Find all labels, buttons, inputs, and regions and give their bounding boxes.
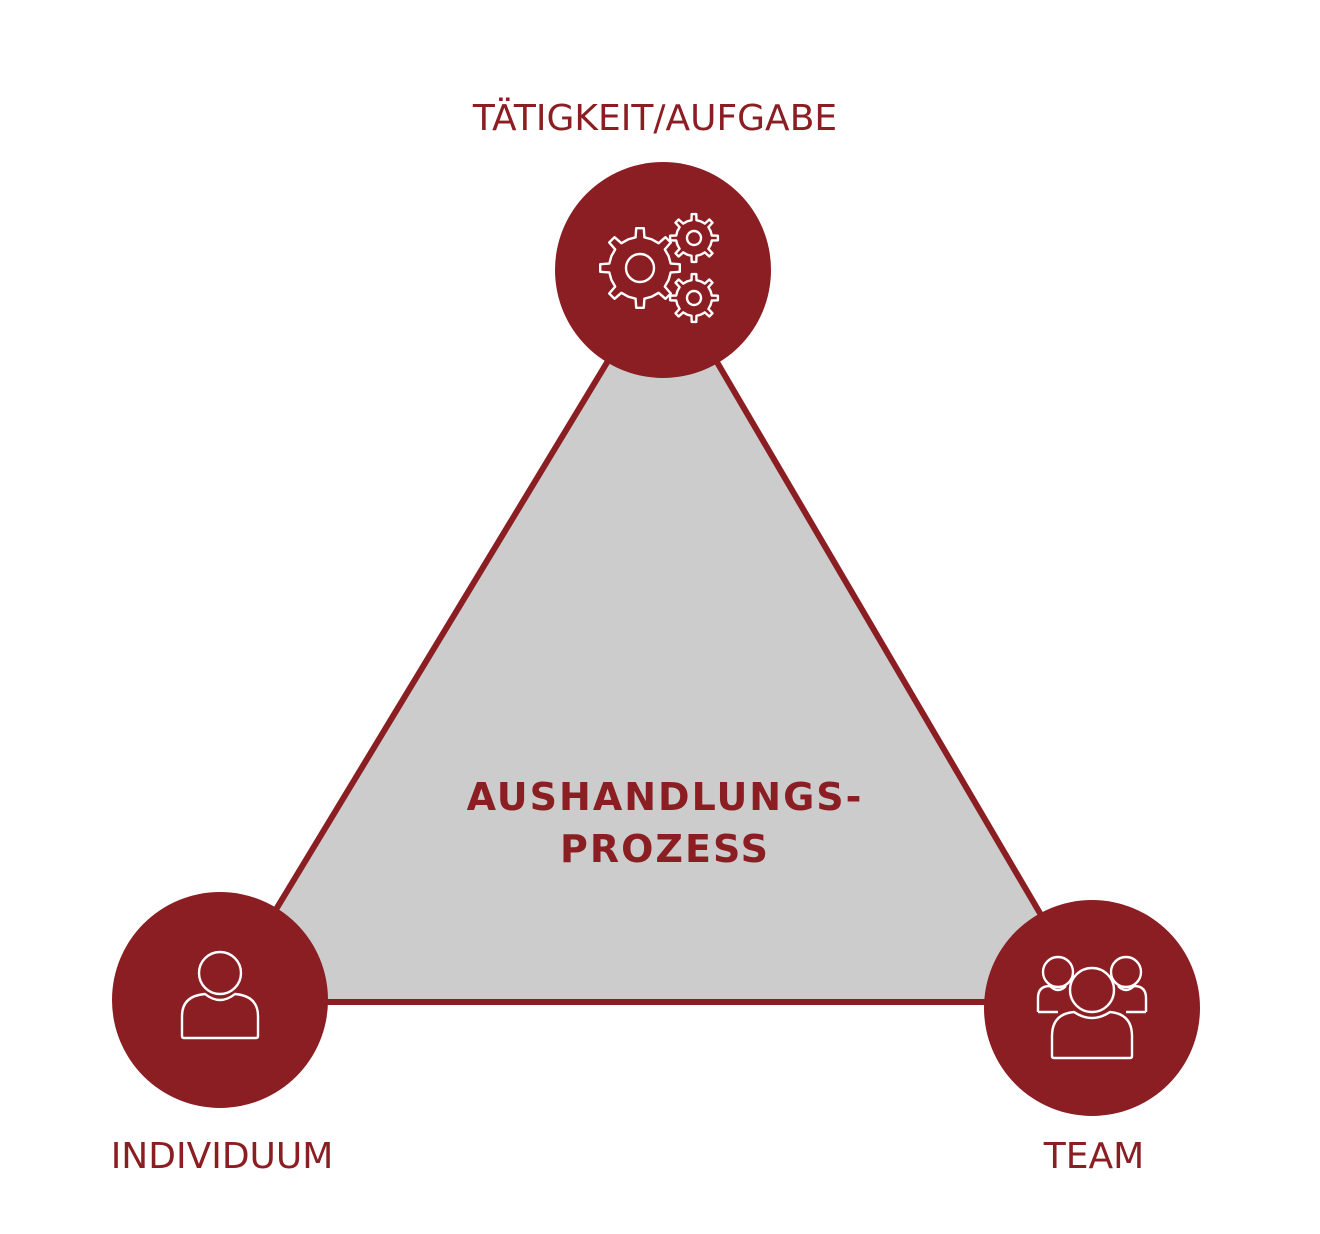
node-top-label: TÄTIGKEIT/AUFGABE bbox=[472, 97, 837, 139]
gears-icon bbox=[599, 212, 720, 324]
node-top bbox=[555, 162, 771, 378]
gear-small-bottom bbox=[668, 272, 720, 324]
gear-small-top-hole bbox=[685, 229, 703, 247]
center-label-line1: AUSHANDLUNGS- bbox=[467, 775, 864, 819]
gear-small-top bbox=[668, 212, 720, 264]
node-right bbox=[984, 900, 1200, 1116]
person-icon bbox=[180, 950, 260, 1040]
gear-small-bottom-hole bbox=[685, 289, 703, 307]
node-left bbox=[112, 892, 328, 1108]
center-label-line2: PROZESS bbox=[560, 827, 770, 871]
node-left-label: INDIVIDUUM bbox=[111, 1136, 334, 1177]
gear-large-hole bbox=[624, 252, 656, 284]
node-right-label: TEAM bbox=[1043, 1136, 1144, 1177]
gear-large bbox=[599, 227, 681, 309]
group-icon bbox=[1036, 955, 1148, 1060]
triangle-shape bbox=[214, 264, 1098, 1005]
